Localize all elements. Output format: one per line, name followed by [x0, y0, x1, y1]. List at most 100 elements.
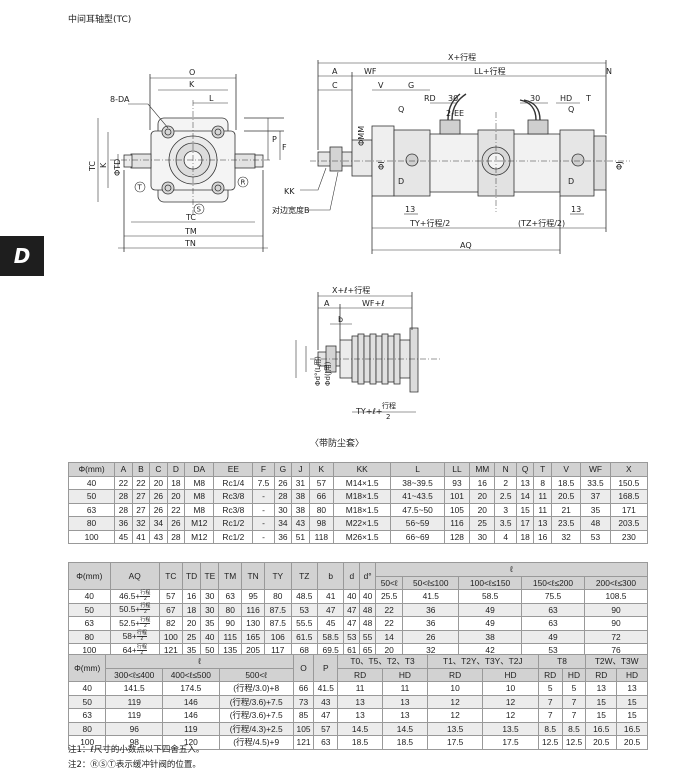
cell-value: 36 [278, 531, 288, 542]
cell-value: 15 [596, 696, 606, 707]
header-cell: 50<ℓ [374, 575, 404, 590]
cell-value: 12 [505, 696, 516, 707]
cell-value: 146 [183, 696, 198, 707]
table-cell: 15 [515, 502, 535, 517]
cell-value: M8 [193, 504, 206, 515]
table-cell: 36 [402, 616, 460, 631]
dim-mm: ΦMM [357, 126, 366, 146]
cell-value: 150.5 [618, 477, 640, 488]
header-cell: T1、T2Y、T3Y、T2J [426, 654, 539, 669]
table-cell: 37 [580, 489, 611, 504]
header-cell: G [273, 462, 293, 477]
cell-value: Rc3/8 [222, 504, 245, 515]
technical-drawing: O K L 8-DA TC K ΦTD P F TC TM TN KK 对边宽度… [88, 52, 630, 421]
table-cell: 106 [264, 629, 292, 644]
cell-value: 65 [362, 645, 373, 656]
cell-value: 119 [127, 710, 141, 721]
table-cell: 57 [313, 721, 339, 736]
cell-value: (行程/3.0)+8 [233, 683, 280, 694]
cell-value: 38 [295, 504, 306, 515]
cell-value: 35 [205, 618, 215, 629]
table-cell: 40 [67, 475, 116, 490]
table-cell: 51 [291, 529, 310, 544]
table-cell: 80 [308, 502, 335, 517]
dim-tc-bottom: TC [185, 213, 196, 222]
cell-value: 43 [321, 696, 331, 707]
cell-value: 47 [347, 604, 357, 615]
table-cell: 90 [583, 602, 649, 617]
cell-value: 32 [561, 531, 571, 542]
cell-value: 31 [295, 477, 306, 488]
cell-value: - [262, 491, 265, 502]
cell-value: 66 [298, 683, 309, 694]
header-cell: RD [585, 667, 618, 682]
table-cell: 30 [200, 589, 220, 604]
cell-value: (行程/3.6)+7.5 [229, 710, 283, 721]
cell-value: 30 [477, 531, 487, 542]
table-cell: - [252, 529, 275, 544]
cell-value: 16 [477, 477, 487, 488]
header-cell: TM [218, 562, 243, 590]
fraction-denominator: 2 [143, 622, 147, 629]
table-cell: 13 [585, 681, 618, 696]
cell-value: 135 [223, 645, 238, 656]
table-cell: 63 [521, 616, 585, 631]
cell-value: M8 [193, 477, 206, 488]
dim-13-left: 13 [405, 205, 415, 214]
cell-value: 27 [136, 504, 146, 515]
table-cell: 95 [241, 589, 266, 604]
dimension-table-3: Φ(mm) ℓ O P T0、T5、T2、T3 T1、T2Y、T3Y、T2J T… [67, 654, 648, 750]
table-cell: 141.5 [105, 681, 164, 696]
header-cell: 50<ℓ≤100 [402, 575, 460, 590]
cell-value: 57 [321, 723, 331, 734]
table-cell: 26 [166, 516, 186, 531]
table-cell: 12.5 [561, 735, 587, 750]
cell-value: 12 [450, 696, 460, 707]
table-cell: 73 [292, 694, 315, 709]
table-cell: 34 [149, 516, 168, 531]
cell-value: 141.5 [123, 683, 145, 694]
table-cell: (行程/4.5)+9 [218, 735, 294, 750]
cell-value: 63 [82, 710, 92, 721]
cell-value: (行程/4.3)+2.5 [229, 723, 283, 734]
cell-value: 3.5 [499, 518, 512, 529]
table-cell: 17.5 [426, 735, 484, 750]
table-cell: M12 [184, 529, 215, 544]
dim-f: F [282, 143, 287, 152]
table-cell: 13 [382, 694, 428, 709]
table-cell: 75.5 [521, 589, 585, 604]
cell-value: 119 [127, 696, 141, 707]
table-cell: 25 [469, 516, 496, 531]
header-cell: L [390, 462, 445, 477]
table-cell: 49 [458, 616, 523, 631]
table-cell: 61.5 [290, 629, 318, 644]
table-cell: 40 [343, 589, 361, 604]
cell-value: 47 [347, 618, 357, 629]
cell-value: 28 [278, 491, 288, 502]
header-cell: MM [469, 462, 496, 477]
cell-value: 57 [316, 477, 327, 488]
dim-p: P [272, 135, 277, 144]
table-cell: 38 [458, 629, 523, 644]
dim-stroke-num: 行程 [382, 401, 396, 410]
table-cell: 10 [482, 681, 539, 696]
table-cell: 30 [469, 529, 496, 544]
cell-value: 12.5 [542, 737, 559, 748]
header-cell: Φ(mm) [68, 562, 111, 590]
table-cell: 120 [162, 735, 220, 750]
table-cell: 72 [583, 629, 649, 644]
cell-value: 32 [136, 518, 146, 529]
cell-value: 171 [621, 504, 636, 515]
cell-value: 58+ [122, 631, 137, 642]
table-cell: 25.5 [374, 589, 404, 604]
cell-value: - [262, 504, 265, 515]
table-cell: 13 [533, 516, 552, 531]
table-cell: 14 [515, 489, 535, 504]
cell-value: 40 [82, 683, 92, 694]
cell-value: 63 [225, 591, 235, 602]
